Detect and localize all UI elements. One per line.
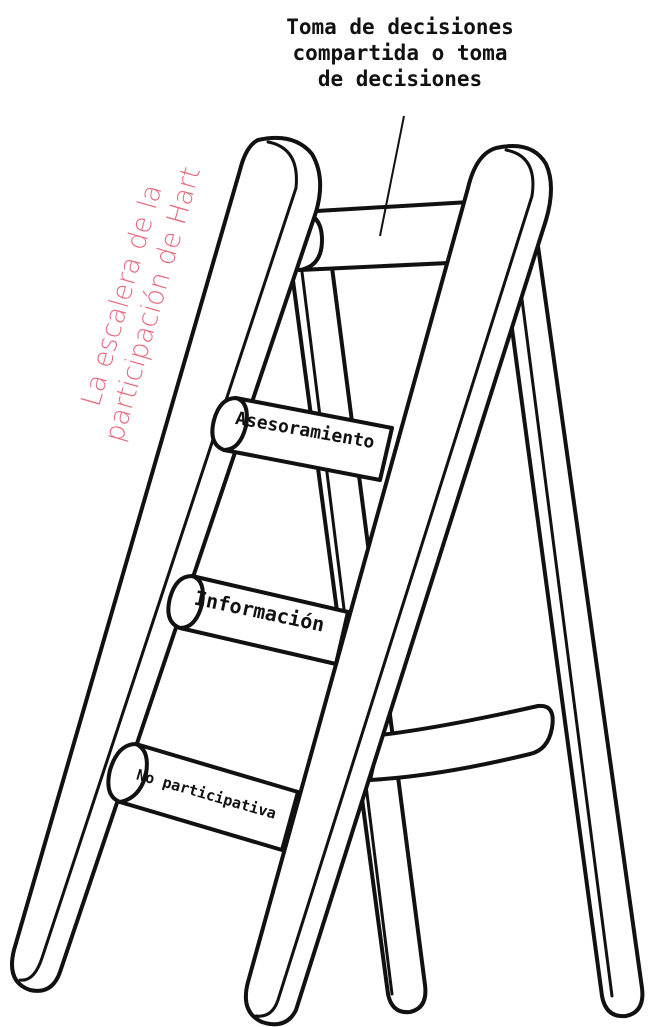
top-step-label-line-1: Toma de decisiones bbox=[250, 14, 550, 40]
rear-brace bbox=[370, 706, 553, 780]
back-leg-right bbox=[498, 220, 642, 1016]
top-step-label-line-3: de decisiones bbox=[250, 66, 550, 92]
top-step-label-line-2: compartida o toma bbox=[250, 40, 550, 66]
top-step-label: Toma de decisiones compartida o toma de … bbox=[250, 14, 550, 92]
